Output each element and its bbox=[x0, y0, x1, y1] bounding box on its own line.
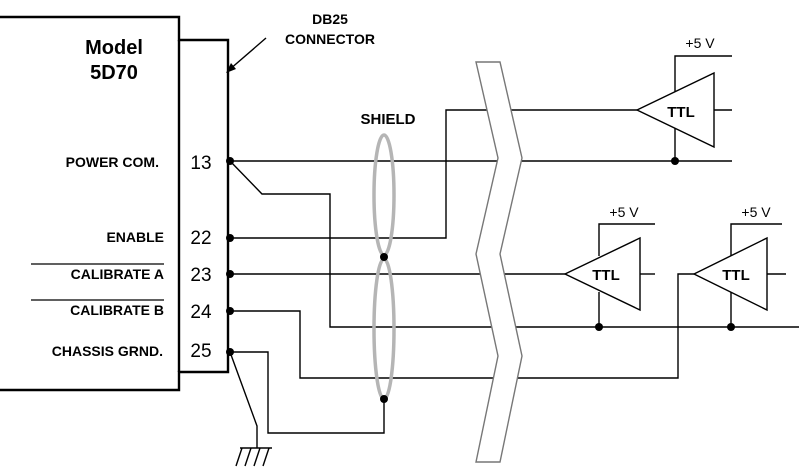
ttl-driver-middle: +5 V TTL bbox=[563, 204, 655, 327]
ttl-label-top: TTL bbox=[667, 104, 695, 121]
pin-name-calibrate-b: CALIBRATE B bbox=[70, 302, 164, 318]
device-title-line2: 5D70 bbox=[90, 62, 138, 84]
wire-earth bbox=[229, 351, 258, 448]
wires bbox=[229, 109, 799, 448]
supply-label-right: +5 V bbox=[741, 204, 771, 220]
pin-name-chassis-grnd: CHASSIS GRND. bbox=[52, 343, 163, 359]
pin-number-13: 13 bbox=[190, 153, 211, 174]
shield-oval-upper bbox=[372, 133, 396, 257]
ttl-label-right: TTL bbox=[722, 267, 750, 284]
wire-power-com-branch bbox=[229, 160, 799, 328]
connector-arrow bbox=[228, 37, 267, 71]
pin-name-enable: ENABLE bbox=[106, 229, 164, 245]
pin-number-23: 23 bbox=[190, 265, 211, 286]
line-break-symbol bbox=[475, 61, 523, 463]
wire-enable bbox=[230, 109, 637, 239]
pin-number-24: 24 bbox=[190, 302, 212, 323]
pin-name-calibrate-a: CALIBRATE A bbox=[71, 266, 164, 282]
junction-dot-middle-driver bbox=[595, 323, 603, 331]
wire-chassis-grnd bbox=[230, 351, 385, 434]
device-title-line1: Model bbox=[85, 37, 143, 59]
device-box: Model 5D70 bbox=[0, 15, 230, 392]
connector-arrowhead bbox=[226, 63, 236, 73]
pin-dot-25 bbox=[226, 348, 234, 356]
wire-calibrate-b bbox=[230, 273, 694, 379]
pin-numbers: 13 22 23 24 25 bbox=[190, 153, 212, 362]
pin-dot-24 bbox=[226, 307, 234, 315]
shield-label: SHIELD bbox=[360, 111, 415, 128]
ttl-label-middle: TTL bbox=[592, 267, 620, 284]
shield: SHIELD bbox=[360, 111, 416, 401]
ttl-driver-top: +5 V TTL bbox=[635, 35, 732, 161]
ttl-driver-right: +5 V TTL bbox=[692, 204, 786, 327]
junction-dots bbox=[226, 157, 735, 403]
connector-label-line1: DB25 bbox=[312, 11, 348, 27]
pin-name-power-com: POWER COM. bbox=[66, 154, 159, 170]
junction-dot-right-driver bbox=[727, 323, 735, 331]
pin-names: POWER COM. ENABLE CALIBRATE A CALIBRATE … bbox=[31, 154, 164, 359]
connector-label: DB25 CONNECTOR bbox=[226, 11, 375, 73]
supply-label-top: +5 V bbox=[685, 35, 715, 51]
pin-number-25: 25 bbox=[190, 341, 211, 362]
ground-icon bbox=[235, 447, 272, 467]
connector-label-line2: CONNECTOR bbox=[285, 31, 375, 47]
shield-junction-dot-upper bbox=[380, 253, 388, 261]
supply-label-middle: +5 V bbox=[609, 204, 639, 220]
pin-number-22: 22 bbox=[190, 228, 211, 249]
shield-junction-dot-lower bbox=[380, 395, 388, 403]
pin-dot-13 bbox=[226, 157, 234, 165]
junction-dot-top-driver bbox=[671, 157, 679, 165]
pin-dot-22 bbox=[226, 234, 234, 242]
pin-dot-23 bbox=[226, 270, 234, 278]
